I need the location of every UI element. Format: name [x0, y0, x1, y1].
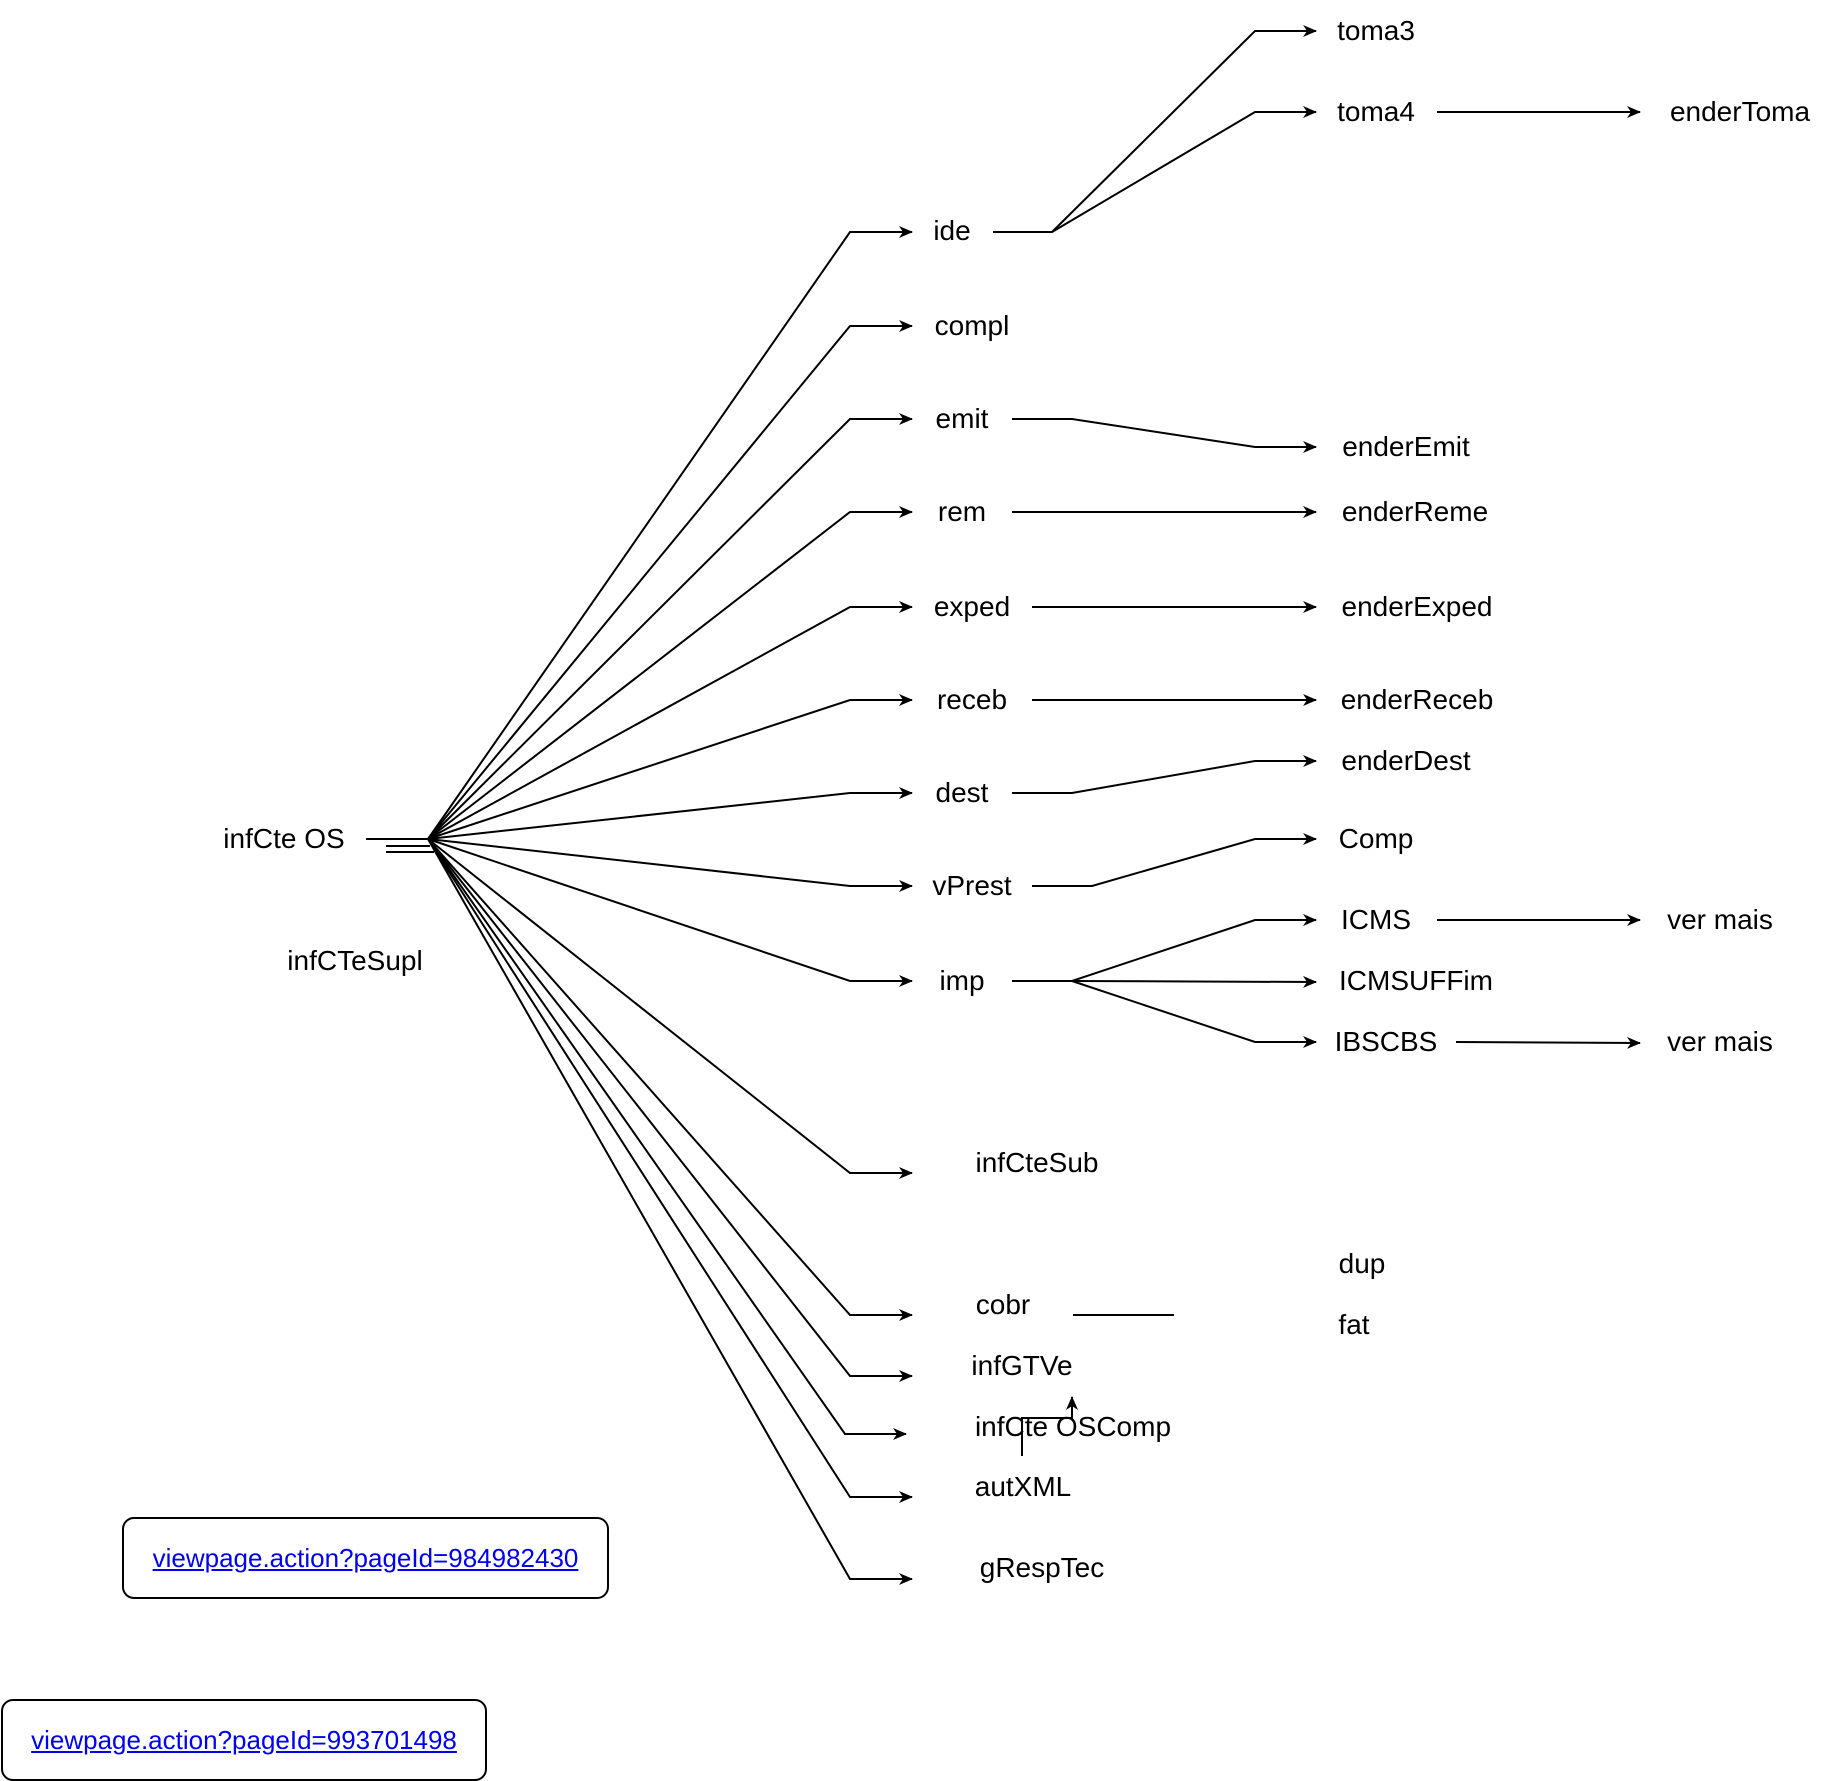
- node-gresptec: gRespTec: [979, 1552, 1105, 1583]
- node-toma4: toma4: [1337, 96, 1415, 127]
- node-rem: rem: [937, 496, 987, 527]
- node-ibscbs: IBSCBS: [1334, 1026, 1438, 1057]
- node-enderreceb: enderReceb: [1340, 684, 1494, 715]
- node-infgtve: infGTVe: [971, 1350, 1073, 1381]
- node-autxml: autXML: [974, 1471, 1072, 1502]
- edge-root-to-infctesub: [427, 838, 913, 1179]
- node-compl: compl: [934, 310, 1010, 341]
- edge-root-to-emit: [427, 413, 913, 840]
- edge-imp-to-icms: [1012, 914, 1317, 982]
- node-emit: emit: [935, 403, 989, 434]
- edge-root-to-vprest: [427, 838, 913, 892]
- node-enderdest: enderDest: [1341, 745, 1471, 776]
- node-receb: receb: [936, 684, 1008, 715]
- node-toma3: toma3: [1337, 15, 1415, 46]
- node-imp: imp: [939, 965, 985, 996]
- node-endertoma: enderToma: [1669, 96, 1811, 127]
- node-dest: dest: [935, 777, 989, 808]
- link-box-1: viewpage.action?pageId=984982430: [122, 1517, 609, 1599]
- edge-root-to-exped: [427, 601, 913, 840]
- edge-root-to-dest: [427, 787, 913, 840]
- edge-root-to-receb: [427, 694, 913, 840]
- edge-root-to-compl: [427, 320, 913, 840]
- link-box-2: viewpage.action?pageId=993701498: [1, 1699, 487, 1781]
- edge-vprest-to-comp: [1032, 833, 1317, 887]
- node-vprest: vPrest: [932, 870, 1012, 901]
- node-enderreme: enderReme: [1341, 496, 1489, 527]
- node-dup: dup: [1338, 1248, 1386, 1279]
- node-infctesupl: infCTeSupl: [287, 945, 423, 976]
- edge-ide-to-toma4: [1051, 106, 1317, 233]
- node-infctesub: infCteSub: [975, 1147, 1099, 1178]
- node-icmsuffim: ICMSUFFim: [1339, 965, 1493, 996]
- edge-root-to-autxml: [427, 838, 913, 1503]
- edge-root-to-cobr: [427, 838, 913, 1321]
- edge-root-to-imp: [427, 838, 913, 987]
- edge-ide-to-toma3: [993, 25, 1317, 233]
- node-exped: exped: [933, 591, 1011, 622]
- edge-root-to-gresptec: [427, 838, 913, 1585]
- edge-emit-to-enderemit: [1012, 418, 1317, 453]
- edge-root-to-infgtve: [427, 838, 913, 1382]
- page-link-993701498[interactable]: viewpage.action?pageId=993701498: [31, 1724, 457, 1755]
- node-cobr: cobr: [975, 1289, 1031, 1320]
- node-enderemit: enderEmit: [1342, 431, 1470, 462]
- node-vermais1: ver mais: [1667, 904, 1773, 935]
- edge-imp-to-ibscbs: [1071, 980, 1317, 1048]
- edge-infcteoscomp-loop: [1021, 1396, 1078, 1456]
- node-vermais2: ver mais: [1667, 1026, 1773, 1057]
- edge-imp-to-icmsuffim: [1071, 975, 1317, 988]
- node-fat: fat: [1338, 1309, 1370, 1340]
- node-enderexped: enderExped: [1341, 591, 1493, 622]
- page-link-984982430[interactable]: viewpage.action?pageId=984982430: [152, 1542, 579, 1573]
- edge-root-to-rem: [427, 506, 913, 840]
- edge-dest-to-enderdest: [1012, 755, 1317, 794]
- node-ide: ide: [933, 215, 971, 246]
- node-icms: ICMS: [1341, 904, 1411, 935]
- node-infcteoscomp: infCte OSComp: [974, 1411, 1172, 1442]
- edge-ibscbs-to-vermais: [1455, 1036, 1641, 1049]
- edge-root-to-ide: [427, 226, 913, 840]
- node-root-infcte-os: infCte OS: [223, 823, 345, 854]
- edge-root-to-infcteoscomp: [427, 838, 907, 1440]
- node-comp: Comp: [1338, 823, 1414, 854]
